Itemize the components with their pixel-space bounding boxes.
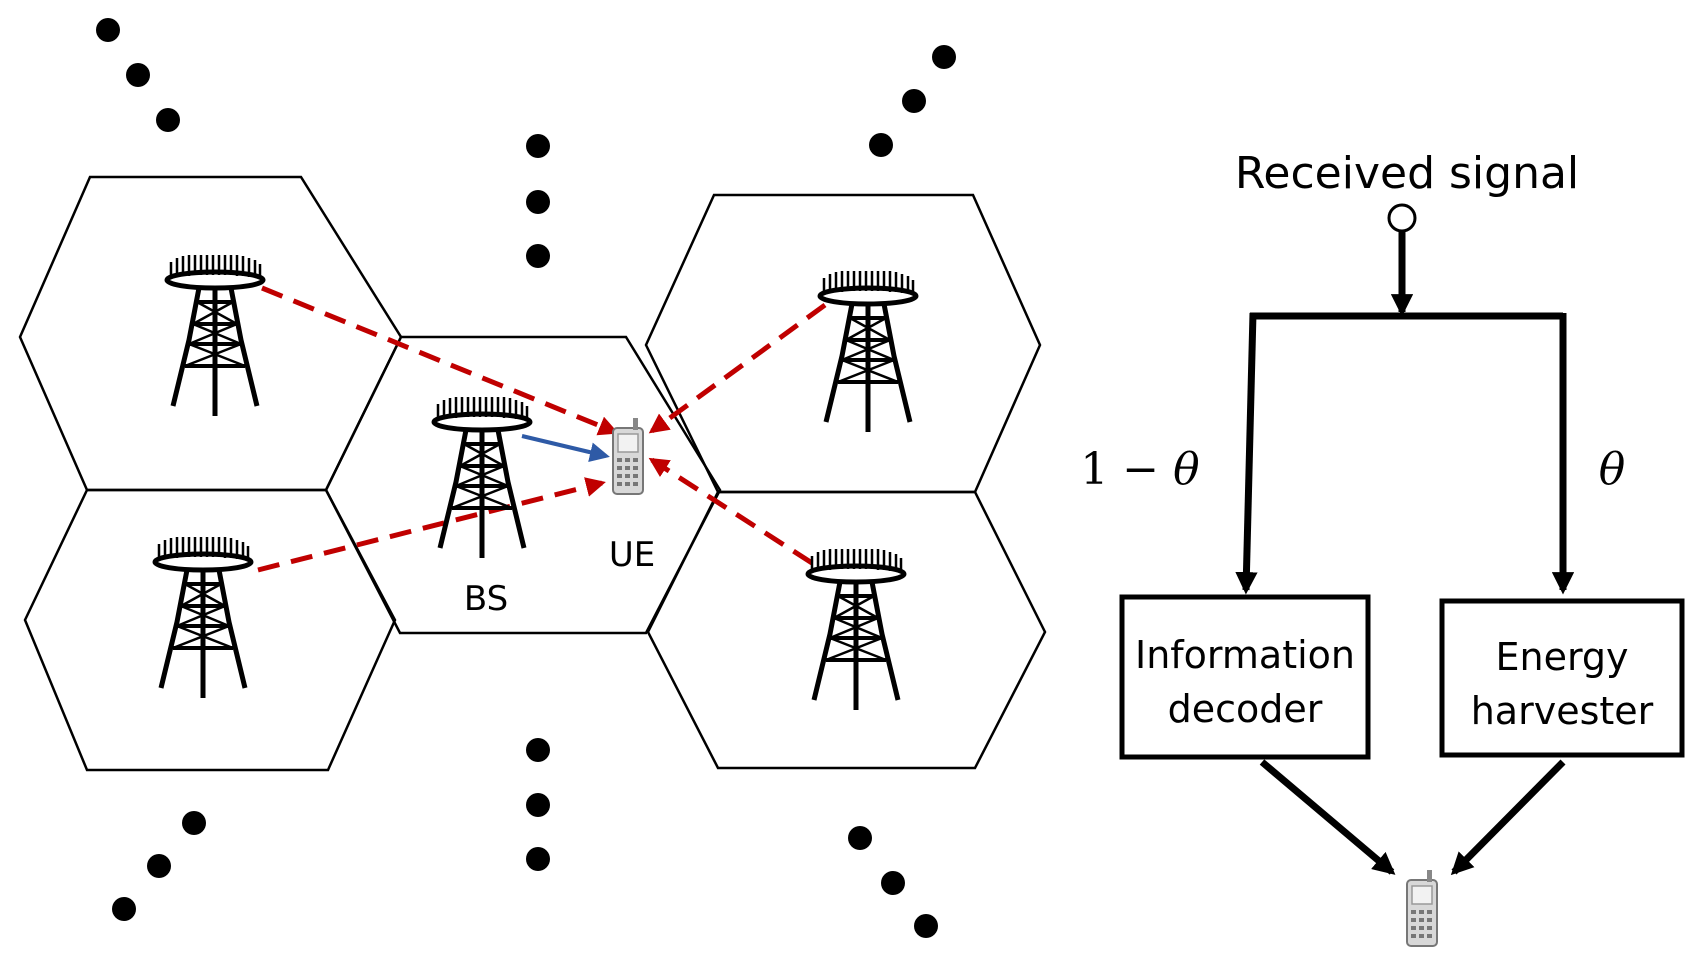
harvester-to-phone-arrow <box>1450 759 1566 876</box>
bs-label: BS <box>464 579 508 619</box>
theta-label: θ <box>1599 444 1626 495</box>
dot <box>526 134 550 158</box>
dot <box>902 89 926 113</box>
interference-link-top-right <box>648 302 827 434</box>
information-decoder-box <box>1119 594 1371 760</box>
input-node <box>1387 203 1417 233</box>
desired-link <box>521 434 610 463</box>
dot <box>147 854 171 878</box>
energy-harvester-label-line1: Energy <box>1495 635 1628 679</box>
dot <box>526 244 550 268</box>
one-minus-text: 1 − <box>1080 444 1173 495</box>
cell-tower-icon <box>820 271 916 432</box>
hex-cell-bottom-right <box>646 490 1047 770</box>
cell-tower-icon <box>167 255 263 416</box>
continuation-dots <box>96 18 956 938</box>
interference-link-top-left <box>261 285 619 436</box>
cell-tower-icon <box>808 549 904 710</box>
information-decoder-label-line2: decoder <box>1168 687 1323 731</box>
ue-label: UE <box>609 535 655 575</box>
hex-cell-bottom-left <box>23 488 397 772</box>
interference-links <box>257 285 827 573</box>
dot <box>914 914 938 938</box>
interference-link-bottom-left <box>257 477 606 573</box>
dot <box>156 108 180 132</box>
received-signal-label: Received signal <box>1235 148 1579 199</box>
dot <box>526 793 550 817</box>
dot <box>848 826 872 850</box>
energy-harvester-label-line2: harvester <box>1471 689 1654 733</box>
information-decoder-label-line1: Information <box>1135 633 1355 677</box>
one-minus-theta-label: 1 − θ <box>1080 444 1199 495</box>
dot <box>126 63 150 87</box>
hex-cells <box>18 175 1047 772</box>
hex-cell-center <box>324 335 722 635</box>
dot <box>182 811 206 835</box>
mobile-phone-icon <box>612 417 644 495</box>
dot <box>112 897 136 921</box>
branch-left-arrow <box>1235 312 1258 595</box>
dot <box>526 847 550 871</box>
dot <box>526 738 550 762</box>
decoder-to-phone-arrow <box>1259 759 1396 875</box>
dot <box>96 18 120 42</box>
mobile-phone-icon <box>1406 869 1438 947</box>
dot <box>932 45 956 69</box>
cell-tower-icon <box>155 537 251 698</box>
dot <box>869 133 893 157</box>
dot <box>881 871 905 895</box>
interference-link-bottom-right <box>648 457 814 566</box>
theta-symbol: θ <box>1173 444 1200 495</box>
energy-harvester-box <box>1439 598 1685 758</box>
dot <box>526 190 550 214</box>
hex-cell-top-left <box>18 175 403 492</box>
cell-tower-icon <box>434 397 530 558</box>
